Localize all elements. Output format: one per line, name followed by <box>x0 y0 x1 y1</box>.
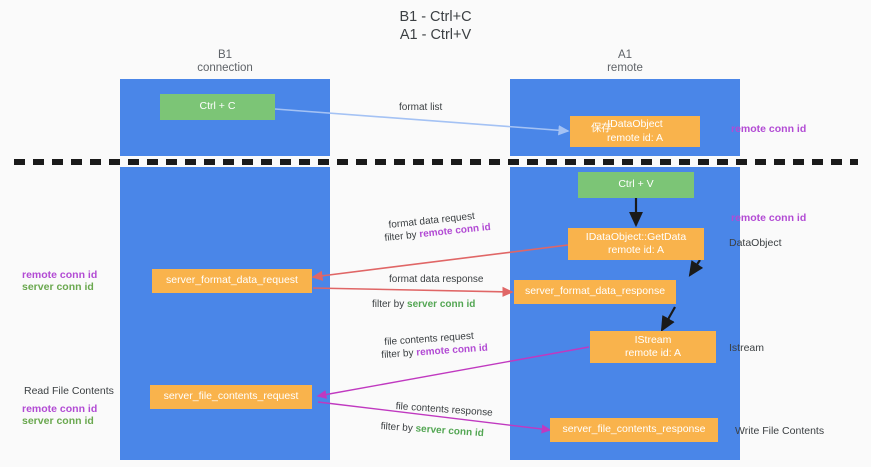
annotation-left-server-conn-id-mid: server conn id <box>22 281 94 293</box>
ime-overlay-text: 保存 <box>591 122 612 134</box>
edge-file-contents-request <box>316 346 590 399</box>
edge-response-to-istream <box>660 306 676 332</box>
node-getdata-sub: remote id: A <box>607 244 665 256</box>
annotation-write-file-contents: Write File Contents <box>735 425 825 437</box>
lane-b1-bottom <box>120 167 330 460</box>
edge-format-data-request <box>311 244 569 281</box>
annotation-remote-conn-id-mid: remote conn id <box>731 212 807 224</box>
edge-file-contents-response <box>317 401 552 434</box>
node-server-file-contents-request-label: server_file_contents_request <box>163 390 299 403</box>
lane-a1-bottom <box>510 167 740 460</box>
node-idataobject-sub: remote id: A <box>606 131 664 144</box>
node-idataobject-getdata[interactable]: IDataObject::GetData remote id: A <box>568 228 704 260</box>
filter-prefix: filter by <box>372 299 408 310</box>
node-getdata-label: IDataObject::GetData <box>585 230 687 243</box>
node-server-file-contents-request[interactable]: server_file_contents_request <box>150 385 312 409</box>
node-istream[interactable]: IStream remote id: A <box>590 331 716 363</box>
node-server-format-data-request-label: server_format_data_request <box>166 274 298 287</box>
node-server-file-contents-response[interactable]: server_file_contents_response <box>550 418 718 442</box>
column-header-b1-name: B1 <box>217 49 233 61</box>
annotation-remote-conn-id-top: remote conn id <box>731 123 807 135</box>
edge-format-data-response <box>312 286 514 297</box>
node-idataobject[interactable]: IDataObject remote id: A <box>570 116 700 147</box>
node-server-format-data-response[interactable]: server_format_data_response <box>514 280 676 304</box>
column-header-a1-role: remote <box>607 62 643 74</box>
column-header-b1-role: connection <box>197 62 253 74</box>
edge-label-format-list: format list <box>399 102 443 113</box>
node-idataobject-label: IDataObject <box>607 118 663 131</box>
annotation-read-file-contents: Read File Contents <box>24 385 114 397</box>
annotation-left-remote-conn-id-mid: remote conn id <box>22 269 98 281</box>
node-ctrl-v-label: Ctrl + V <box>618 178 654 191</box>
node-server-format-data-request[interactable]: server_format_data_request <box>152 269 312 293</box>
node-server-format-data-response-label: server_format_data_response <box>524 285 666 298</box>
annotation-left-server-conn-id-bot: server conn id <box>22 415 94 427</box>
annotation-dataobject: DataObject <box>729 237 782 249</box>
node-ctrl-c[interactable]: Ctrl + C <box>160 94 275 120</box>
node-ctrl-c-label: Ctrl + C <box>199 100 236 113</box>
node-istream-sub: remote id: A <box>624 347 682 359</box>
node-istream-label: IStream <box>634 333 672 346</box>
annotation-left-remote-conn-id-bot: remote conn id <box>22 403 98 415</box>
page-title-line1: B1 - Ctrl+C <box>399 9 472 25</box>
edge-format-list <box>274 108 570 136</box>
filter-key-server-conn-id: server conn id <box>407 299 476 310</box>
node-ctrl-v[interactable]: Ctrl + V <box>578 172 694 198</box>
page-title-line2: A1 - Ctrl+V <box>399 27 472 43</box>
edge-label-format-data-response: format data response <box>389 274 484 285</box>
edge-label-format-data-response-filter: filter by server conn id <box>372 299 475 310</box>
edge-getdata-to-format-response <box>688 259 704 277</box>
column-header-a1-name: A1 <box>617 49 633 61</box>
filter-prefix: filter by <box>380 421 416 435</box>
node-server-file-contents-response-label: server_file_contents_response <box>562 423 706 436</box>
annotation-istream: Istream <box>729 342 765 354</box>
